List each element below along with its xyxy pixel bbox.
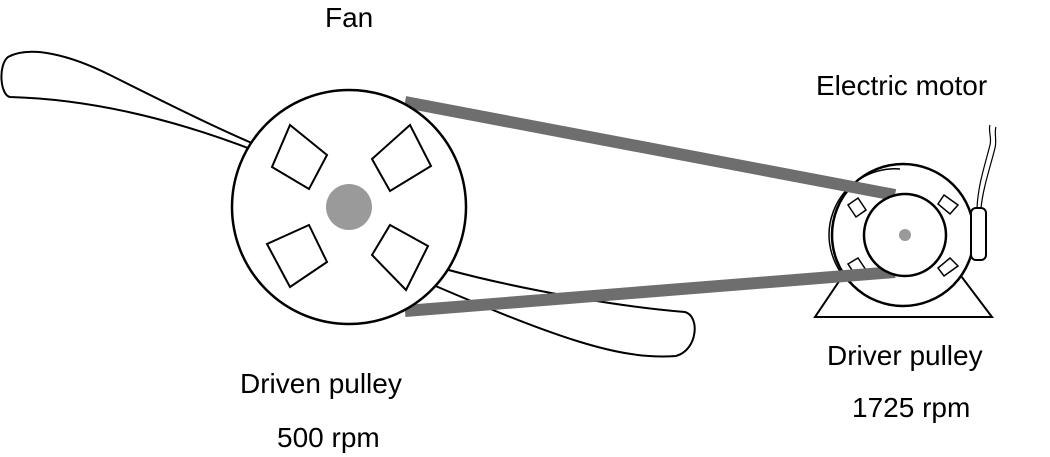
driven-speed-label: 500 rpm: [277, 422, 380, 453]
fan-blade-lower: [397, 253, 696, 358]
drive-belt: [403, 96, 897, 317]
driven-pulley-spoke-openings: [265, 123, 433, 292]
pulley-opening-bottom-right: [370, 223, 430, 292]
motor-wire-1: [976, 124, 992, 209]
motor-slot-bottom-right: [936, 256, 960, 278]
pulley-opening-top-right: [370, 123, 433, 193]
fan-blade-upper: [0, 50, 304, 167]
motor-terminal-box: [970, 207, 987, 261]
fan-blades: [0, 50, 696, 358]
motor-slot-top-left: [846, 196, 868, 219]
driven-pulley-label: Driven pulley: [240, 368, 402, 399]
belt-lower-run: [404, 266, 896, 317]
driver-speed-label: 1725 rpm: [852, 392, 970, 423]
driver-pulley-shaft: [899, 229, 911, 241]
driver-pulley-label: Driver pulley: [827, 340, 983, 371]
driven-pulley-hub: [326, 184, 372, 230]
motor-wire-2: [980, 126, 997, 209]
motor-label: Electric motor: [816, 70, 987, 101]
belt-upper-run: [403, 96, 897, 201]
motor-slot-top-right: [937, 193, 960, 216]
pulley-opening-top-left: [270, 123, 329, 191]
pulley-opening-bottom-left: [265, 223, 329, 289]
fan-label: Fan: [325, 2, 373, 33]
